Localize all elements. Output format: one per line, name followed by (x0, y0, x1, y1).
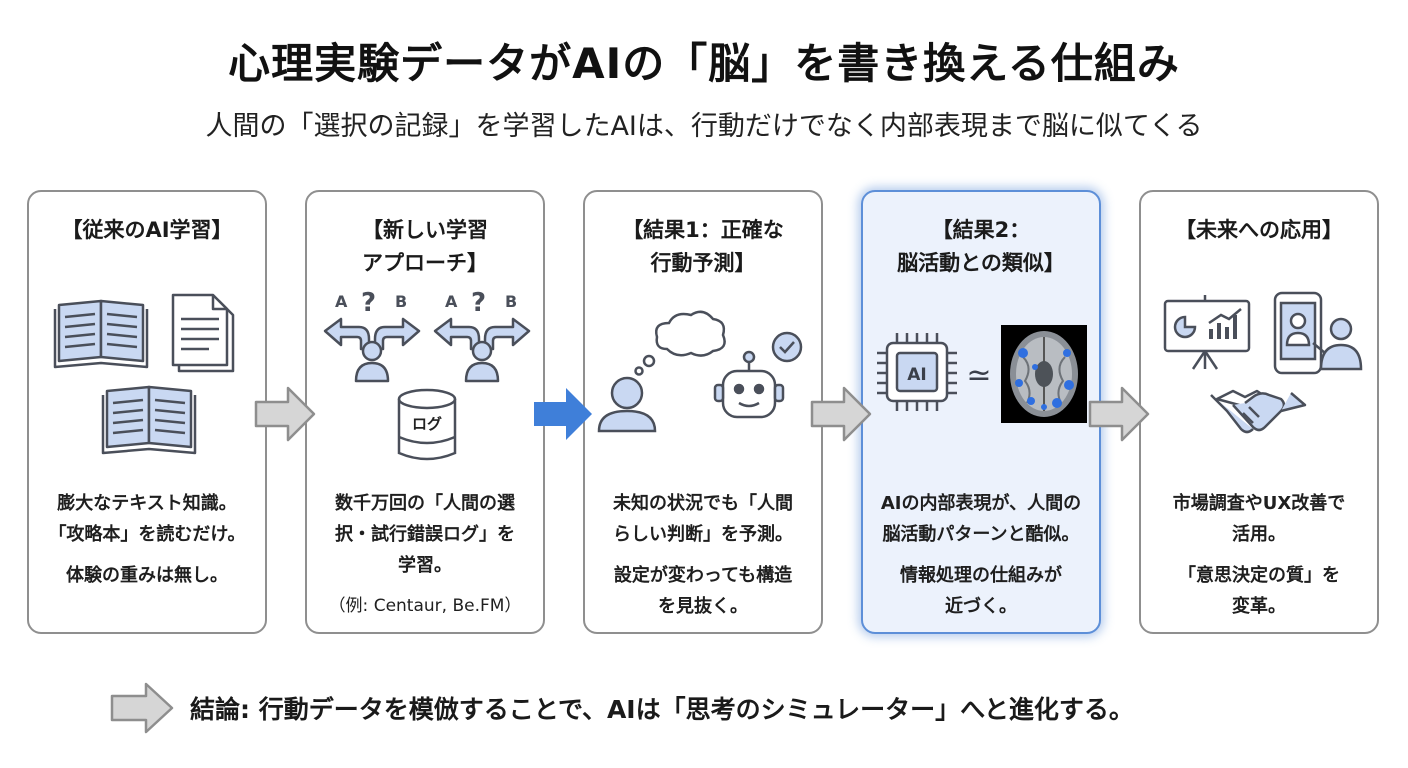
gray-arrow-right (1088, 386, 1150, 442)
card-result-behavior-prediction: 【結果1：正確な 行動予測】 未知の状況でも (583, 190, 823, 634)
card-line: 情報処理の仕組みが 近づく。 (900, 565, 1062, 617)
label-a: A (335, 292, 348, 311)
thinking-person-robot-icon (597, 310, 803, 433)
label-a: A (445, 292, 458, 311)
card-title: 【新しい学習 アプローチ】 (362, 218, 488, 275)
card-result-brain-similarity: 【結果2： 脳活動との類似】 AI ≃ AIの内部表現が、人間の 脳活動パターン… (861, 190, 1101, 634)
card-description: 数千万回の「人間の選 択・試行錯誤ログ」を 学習。 （例: Centaur, B… (315, 488, 535, 622)
card-new-learning-approach: 【新しい学習 アプローチ】 A ? B A ? B (305, 190, 545, 634)
page-subtitle: 人間の「選択の記録」を学習したAIは、行動だけでなく内部表現まで脳に似てくる (205, 111, 1203, 142)
conclusion-arrow-icon (110, 682, 174, 734)
card-title: 【従来のAI学習】 (61, 218, 233, 242)
card-line: 体験の重みは無し。 (66, 565, 228, 586)
card-line: 市場調査やUX改善で 活用。 (1172, 493, 1346, 545)
approx-symbol: ≃ (966, 358, 991, 393)
card-title: 【結果1：正確な 行動予測】 (622, 218, 784, 275)
card-description: 未知の状況でも「人間 らしい判断」を予測。 設定が変わっても構造 を見抜く。 (593, 488, 813, 622)
card-line: 膨大なテキスト知識。 「攻略本」を読むだけ。 (48, 493, 246, 545)
card-line: 「意思決定の質」を 変革。 (1178, 565, 1340, 617)
card-traditional-ai-learning: 【従来のAI学習】 膨大なテキスト知識。 「攻略本」を読むだけ。 体験の重みは無 (27, 190, 267, 634)
label-b: B (395, 292, 407, 311)
presentation-handshake-icon (1163, 291, 1363, 434)
card-line: AIの内部表現が、人間の 脳活動パターンと酷似。 (880, 493, 1082, 545)
card-description: 膨大なテキスト知識。 「攻略本」を読むだけ。 体験の重みは無し。 (37, 488, 257, 591)
gray-arrow-right (810, 386, 872, 442)
ai-chip-label: AI (907, 365, 926, 385)
database-label: ログ (412, 415, 442, 433)
gray-arrow-right (254, 386, 316, 442)
card-description: AIの内部表現が、人間の 脳活動パターンと酷似。 情報処理の仕組みが 近づく。 (871, 488, 1091, 622)
question-mark: ? (471, 288, 486, 318)
card-line: 設定が変わっても構造 を見抜く。 (613, 565, 793, 617)
conclusion-text: 結論: 行動データを模倣することで、AIは「思考のシミュレーター」へと進化する。 (190, 695, 1134, 724)
label-b: B (505, 292, 517, 311)
blue-arrow-right (534, 388, 592, 440)
choice-paths-database-icon: A ? B A ? B ログ (323, 288, 531, 461)
question-mark: ? (361, 288, 376, 318)
card-note: （例: Centaur, Be.FM） (328, 596, 522, 616)
card-future-applications: 【未来への応用】 市場調査やUX (1139, 190, 1379, 634)
books-documents-icon (53, 293, 235, 455)
card-description: 市場調査やUX改善で 活用。 「意思決定の質」を 変革。 (1149, 488, 1369, 622)
page-title: 心理実験データがAIの「脳」を書き換える仕組み (228, 39, 1180, 88)
card-title: 【未来への応用】 (1175, 218, 1343, 242)
card-line: 未知の状況でも「人間 らしい判断」を予測。 (613, 493, 793, 545)
card-line: 数千万回の「人間の選 択・試行錯誤ログ」を 学習。 (335, 493, 515, 576)
card-title: 【結果2： 脳活動との類似】 (897, 218, 1065, 275)
ai-chip-brain-scan-icon: AI ≃ (877, 325, 1087, 423)
